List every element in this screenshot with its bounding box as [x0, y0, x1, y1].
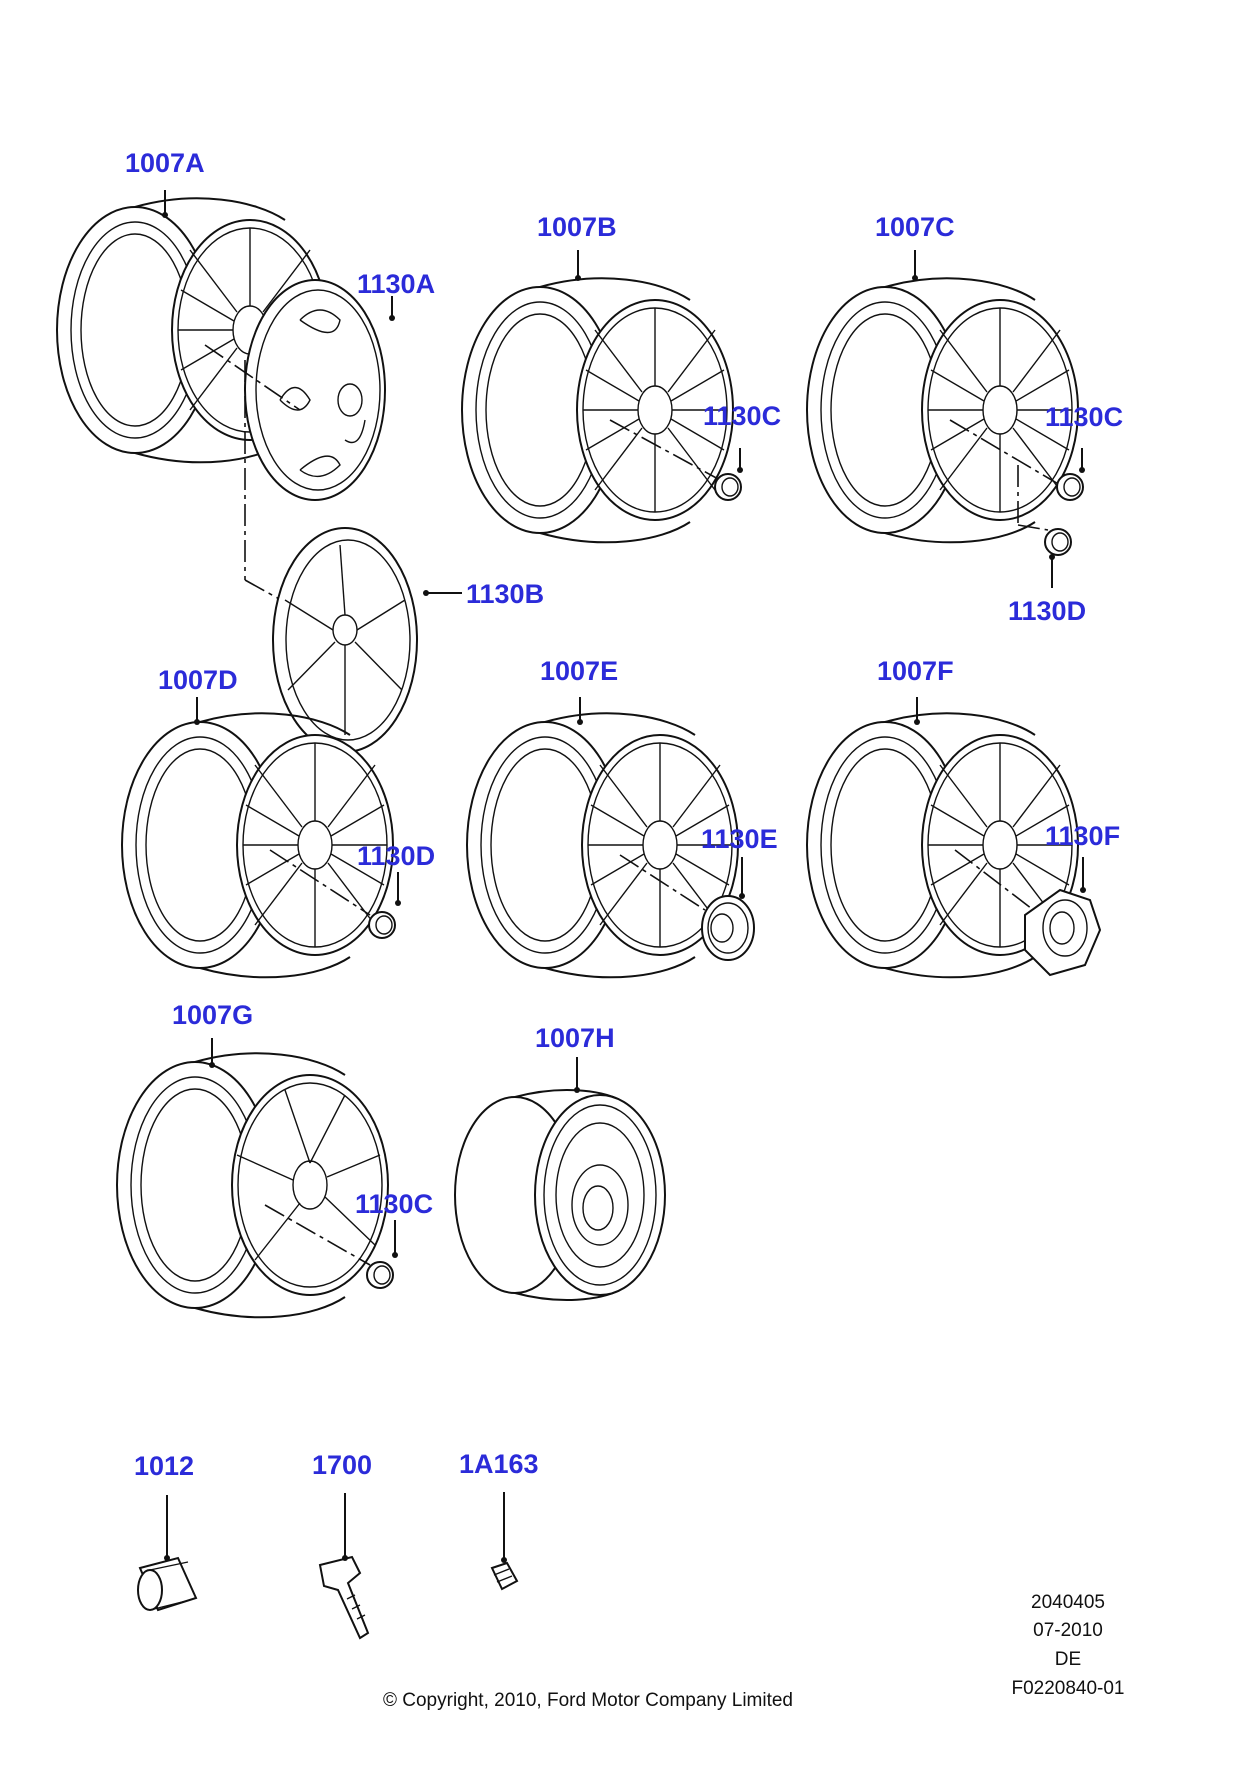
wheel-1007G	[116, 1052, 389, 1319]
center-cap-1130F	[1024, 888, 1102, 977]
label-1130C-g: 1130C	[355, 1189, 433, 1219]
wheel-1007C	[806, 277, 1079, 544]
label-1130D-d: 1130D	[357, 841, 435, 871]
label-1130D-c: 1130D	[1008, 596, 1086, 626]
label-1007F: 1007F	[877, 656, 954, 686]
wheel-cover-1130B	[272, 527, 418, 753]
label-1012: 1012	[134, 1451, 194, 1481]
label-1A163: 1A163	[459, 1449, 539, 1479]
label-1007E: 1007E	[540, 656, 618, 686]
wheel-nut-1012	[137, 1556, 198, 1612]
label-1130F: 1130F	[1045, 821, 1120, 851]
label-1007H: 1007H	[535, 1023, 615, 1053]
label-1007G: 1007G	[172, 1000, 253, 1030]
drawing-ref: F0220840-01	[1011, 1678, 1124, 1699]
label-1007B: 1007B	[537, 212, 617, 242]
label-1007A: 1007A	[125, 148, 205, 178]
center-cap-1130E	[701, 895, 755, 961]
copyright: © Copyright, 2010, Ford Motor Company Li…	[383, 1690, 793, 1711]
label-1700: 1700	[312, 1450, 372, 1480]
callout-labels: 1007A 1130A 1007B 1007C 1130C 1130C 1130…	[125, 148, 1123, 1481]
drawing-code: 2040405	[1031, 1592, 1105, 1613]
label-1130C-c: 1130C	[1045, 402, 1123, 432]
valve-1A163	[490, 1561, 519, 1591]
center-cap-1130D-d	[368, 911, 396, 939]
drawing-lang: DE	[1055, 1649, 1081, 1670]
wheel-1007D	[121, 712, 394, 979]
label-1007C: 1007C	[875, 212, 955, 242]
center-cap-1130D-c	[1044, 528, 1072, 556]
label-1007D: 1007D	[158, 665, 238, 695]
label-1130A: 1130A	[357, 269, 435, 299]
wheel-1007B	[461, 277, 734, 544]
wheel-cover-1130A	[244, 279, 386, 501]
label-1130B: 1130B	[466, 579, 544, 609]
center-cap-1130C-g	[366, 1261, 394, 1289]
drawing-metadata: 2040405 07-2010 DE F0220840-01	[1011, 1592, 1124, 1699]
center-cap-1130C-c	[1056, 473, 1084, 501]
label-1130C-b: 1130C	[703, 401, 781, 431]
wheel-1007H	[454, 1089, 666, 1301]
drawing-date: 07-2010	[1033, 1620, 1103, 1641]
label-1130E: 1130E	[701, 824, 778, 854]
tpms-sensor-1700	[318, 1555, 370, 1640]
wheel-1007E	[466, 712, 739, 979]
center-cap-1130C-b	[714, 473, 742, 501]
